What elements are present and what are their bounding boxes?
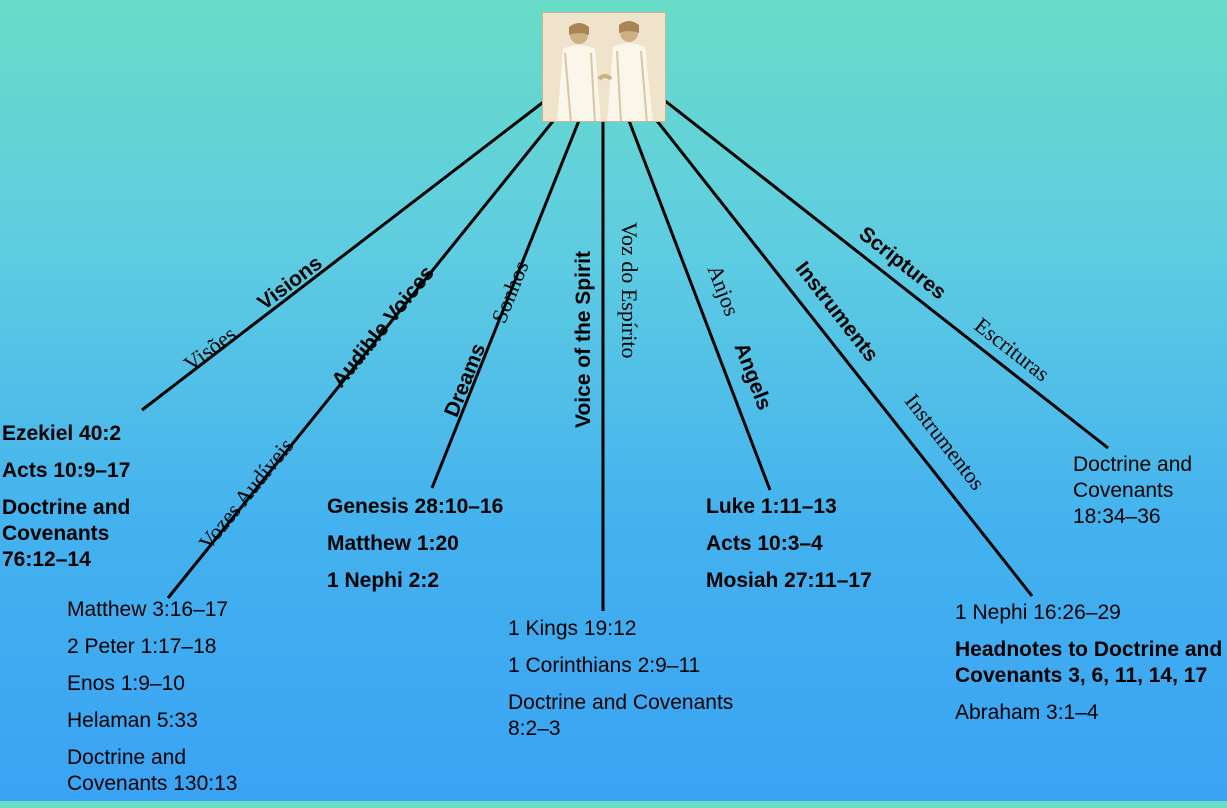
reference-item: 1 Nephi 16:26–29 [955,601,1121,624]
references-visions: Ezekiel 40:2 Acts 10:9–17 Doctrine and C… [2,421,177,584]
line-instruments [648,111,1034,597]
line-angels [626,117,772,491]
reference-item: Ezekiel 40:2 [2,422,122,445]
reference-item: 1 Nephi 2:2 [327,569,440,592]
references-voices: Matthew 3:16–17 2 Peter 1:17–18 Enos 1:9… [67,597,287,808]
references-scriptures: Doctrine and Covenants 18:34–36 [1073,452,1225,541]
reference-item: Headnotes to Doctrine and Covenants 3, 6… [955,638,1223,687]
line-dreams [430,117,582,489]
reference-item: Acts 10:3–4 [706,532,823,555]
reference-item: Matthew 1:20 [327,532,459,555]
reference-item: Mosiah 27:11–17 [706,569,872,592]
line-visions [141,98,547,412]
references-angels: Luke 1:11–13 Acts 10:3–4 Mosiah 27:11–17 [706,494,936,605]
reference-item: Doctrine and Covenants 8:2–3 [508,691,734,740]
reference-item: Luke 1:11–13 [706,495,837,518]
reference-item: Doctrine and Covenants 130:13 [67,746,238,795]
two-figures-painting [542,12,666,122]
references-spirit: 1 Kings 19:12 1 Corinthians 2:9–11 Doctr… [508,616,758,753]
reference-item: 2 Peter 1:17–18 [67,635,217,658]
reference-item: Doctrine and Covenants 18:34–36 [1073,453,1193,528]
references-instruments: 1 Nephi 16:26–29 Headnotes to Doctrine a… [955,600,1223,737]
reference-item: Genesis 28:10–16 [327,495,504,518]
references-dreams: Genesis 28:10–16 Matthew 1:20 1 Nephi 2:… [327,494,557,605]
reference-item: 1 Kings 19:12 [508,617,637,640]
reference-item: Acts 10:9–17 [2,459,131,482]
line-voices [166,109,564,599]
reference-item: Enos 1:9–10 [67,672,185,695]
reference-item: 1 Corinthians 2:9–11 [508,654,701,677]
reference-item: Matthew 3:16–17 [67,598,229,621]
reference-item: Doctrine and Covenants 76:12–14 [2,496,131,571]
branch-label-spirit-en: Voice of the Spirit [572,251,595,428]
branch-label-spirit-pt: Voz do Espírito [617,222,642,359]
reference-item: Abraham 3:1–4 [955,701,1099,724]
reference-item: Helaman 5:33 [67,709,198,732]
line-scriptures [663,98,1109,450]
